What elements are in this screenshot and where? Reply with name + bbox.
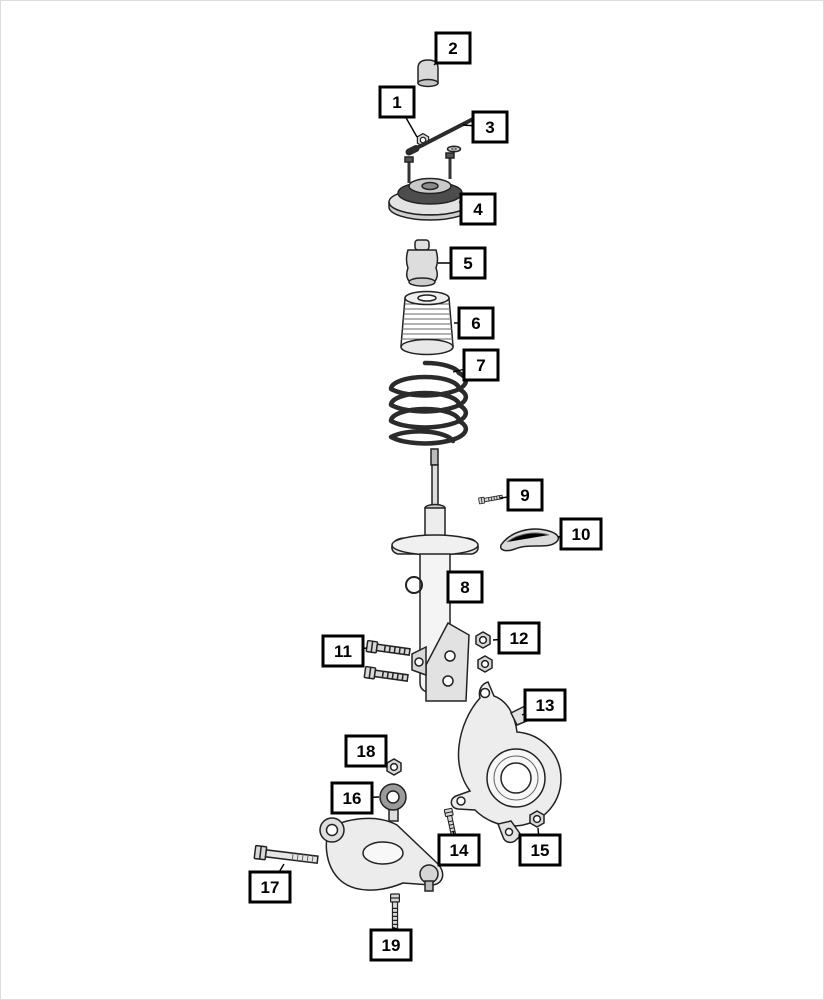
callout-11: 11 xyxy=(321,634,368,668)
callout-14: 14 xyxy=(437,830,481,867)
jounce-bumper-part xyxy=(405,239,439,287)
callout-8-label: 8 xyxy=(460,578,469,597)
callout-4: 4 xyxy=(458,192,497,226)
callout-3: 3 xyxy=(462,110,509,144)
callout-1-label: 1 xyxy=(392,93,401,112)
callout-2: 2 xyxy=(433,31,472,66)
callout-4-label: 4 xyxy=(473,200,483,219)
lower-control-arm-part xyxy=(319,783,444,892)
dust-cap-part xyxy=(417,59,439,88)
callout-3-label: 3 xyxy=(485,118,494,137)
callout-6-label: 6 xyxy=(471,314,480,333)
callout-5: 5 xyxy=(438,246,487,280)
callout-7-label: 7 xyxy=(476,356,485,375)
pivot-bolt-part xyxy=(253,844,319,864)
strut-nut-upper-part xyxy=(475,631,491,649)
strut-bolt-lower-part xyxy=(363,665,410,685)
callout-13-label: 13 xyxy=(536,696,555,715)
coil-spring-part xyxy=(388,360,469,446)
callout-11-label: 11 xyxy=(334,642,352,661)
callout-13: 13 xyxy=(521,688,567,722)
mounting-bolt-part xyxy=(390,893,400,930)
callout-9-label: 9 xyxy=(520,486,529,505)
control-arm-nut-part xyxy=(386,758,402,776)
callout-19: 19 xyxy=(369,926,413,962)
callout-7: 7 xyxy=(452,348,500,382)
callout-14-label: 14 xyxy=(450,841,469,860)
callout-18-label: 18 xyxy=(357,742,376,761)
callout-10: 10 xyxy=(557,517,603,551)
strut-rod-part xyxy=(405,116,477,156)
spring-isolator-part xyxy=(499,528,560,552)
washer-part xyxy=(446,145,462,153)
callout-18: 18 xyxy=(344,734,388,768)
callout-6: 6 xyxy=(454,306,495,340)
screw-part xyxy=(478,493,504,505)
ball-joint-nut-part xyxy=(529,810,545,828)
strut-nut-lower-part xyxy=(477,655,493,673)
callout-19-label: 19 xyxy=(382,936,401,955)
strut-assembly-part xyxy=(391,448,479,702)
strut-mount-part xyxy=(388,152,472,221)
callout-15-label: 15 xyxy=(531,841,550,860)
callout-15: 15 xyxy=(518,827,562,867)
callout-1: 1 xyxy=(378,85,418,138)
callout-8: 8 xyxy=(446,570,484,604)
callout-17: 17 xyxy=(248,863,292,904)
callout-17-label: 17 xyxy=(261,878,280,897)
callout-5-label: 5 xyxy=(463,254,472,273)
callout-2-label: 2 xyxy=(448,39,457,58)
callout-12: 12 xyxy=(492,621,541,655)
strut-bolt-upper-part xyxy=(365,639,412,659)
callout-12-label: 12 xyxy=(510,629,529,648)
callout-9: 9 xyxy=(499,478,544,512)
callout-10-label: 10 xyxy=(572,525,591,544)
callout-16: 16 xyxy=(330,781,380,815)
dust-shield-part xyxy=(400,290,454,356)
callout-16-label: 16 xyxy=(343,789,362,808)
